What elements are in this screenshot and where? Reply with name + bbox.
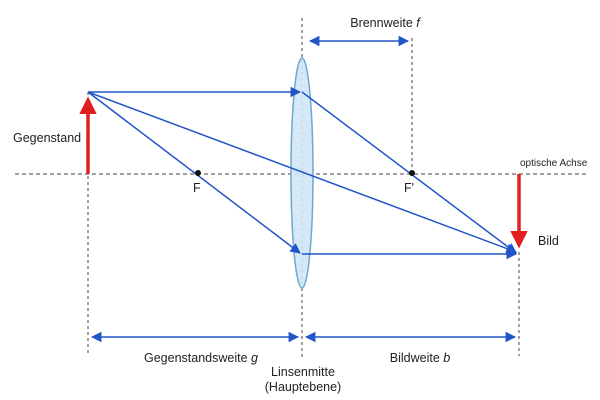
- dimension-arrows: [90, 35, 517, 343]
- focal-point-front-label: F: [193, 181, 201, 195]
- central-ray: [87, 91, 517, 254]
- focal-point-back-label: F': [404, 181, 414, 195]
- object-label: Gegenstand: [13, 131, 81, 145]
- image-distance-symbol: b: [443, 351, 450, 365]
- light-rays: [87, 86, 518, 260]
- object-distance-prefix: Gegenstandsweite: [144, 351, 248, 365]
- focal-length-symbol: f: [416, 16, 421, 30]
- lens-center-label-line1: Linsenmitte: [271, 365, 335, 379]
- optical-axis-label: optische Achse: [520, 158, 588, 169]
- image-distance-prefix: Bildweite: [390, 351, 440, 365]
- focal-ray-incoming: [87, 91, 301, 254]
- image-distance-label: Bildweite b: [390, 351, 451, 365]
- focal-point-back-dot: [409, 170, 415, 176]
- parallel-ray-refracted: [301, 91, 517, 254]
- focal-length-prefix: Brennweite: [350, 16, 413, 30]
- object-distance-symbol: g: [251, 351, 258, 365]
- focal-point-front-dot: [195, 170, 201, 176]
- image-label: Bild: [538, 234, 559, 248]
- lens: [290, 57, 314, 289]
- lens-center-label-line2: (Hauptebene): [265, 380, 341, 394]
- object-distance-label: Gegenstandsweite g: [144, 351, 258, 365]
- focal-length-label: Brennweite f: [350, 16, 421, 30]
